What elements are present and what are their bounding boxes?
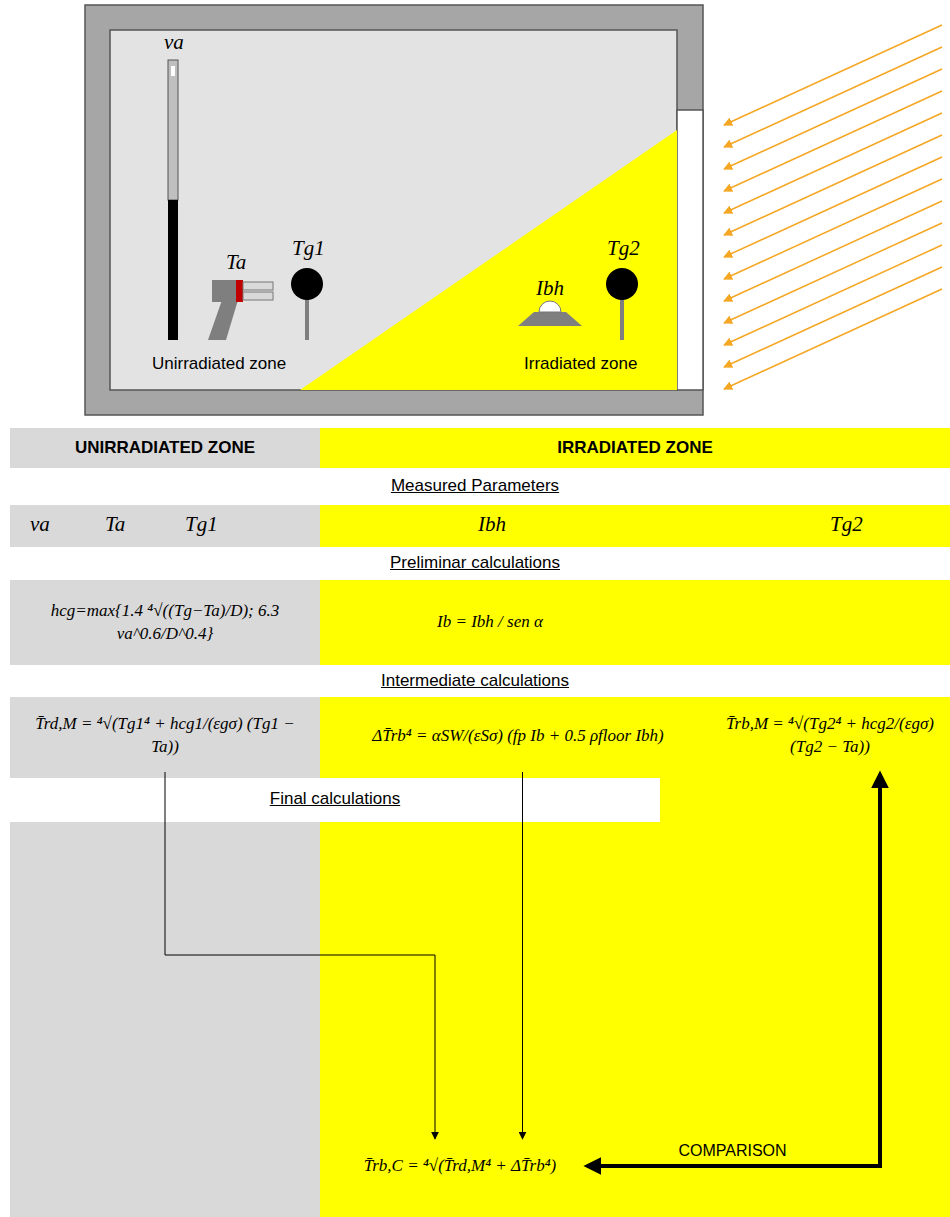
anemometer-sensor [171, 66, 175, 76]
anemometer-handle [168, 200, 178, 340]
row-yellow [320, 697, 950, 1217]
formula: Ib = Ibh / sen α [340, 584, 640, 661]
sun-ray [724, 267, 942, 367]
instrument-label: Tg2 [607, 236, 640, 261]
row-grey [10, 505, 320, 547]
measured-parameter: va [30, 512, 50, 537]
sun-ray [724, 91, 942, 191]
globe-thermometer [606, 268, 638, 300]
section-title: Preliminar calculations [390, 553, 560, 573]
zone-header: IRRADIATED ZONE [320, 428, 950, 468]
zone-label: Unirradiated zone [152, 354, 286, 374]
flow-arrow [165, 772, 435, 1139]
section-title: Intermediate calculations [381, 671, 569, 691]
thermometer-body [212, 280, 242, 302]
header-text: UNIRRADIATED ZONE [75, 438, 255, 458]
formula: ΔT̄rb⁴ = αSW/(εSσ) (fp Ib + 0.5 ρfloor I… [328, 700, 708, 772]
formula: hcg=max{1.4 ⁴√((Tg−Ta)/D); 6.3 va^0.6/D^… [15, 584, 315, 661]
sun-ray [724, 47, 942, 147]
globe-stand [305, 298, 309, 340]
formula-text: hcg=max{1.4 ⁴√((Tg−Ta)/D); 6.3 va^0.6/D^… [21, 600, 309, 646]
thermometer-band [236, 280, 243, 302]
sun-ray [724, 201, 942, 301]
zone-header: UNIRRADIATED ZONE [10, 428, 320, 468]
measured-parameter: Ta [105, 512, 125, 537]
irradiated-area [300, 130, 677, 390]
sun-ray [724, 135, 942, 235]
pyranometer-base [518, 312, 582, 326]
globe-stand [620, 298, 624, 340]
instrument-label: va [164, 30, 184, 55]
sun-ray [724, 179, 942, 279]
thermometer-barrel [243, 282, 273, 290]
globe-thermometer [291, 268, 323, 300]
thermometer-barrel [243, 292, 273, 300]
formula-text: ΔT̄rb⁴ = αSW/(εSσ) (fp Ib + 0.5 ρfloor I… [372, 725, 664, 748]
formula-text: T̄rd,M = ⁴√(Tg1⁴ + hcg1/(εgσ) (Tg1 − Ta)… [21, 713, 309, 759]
section-title: Measured Parameters [391, 476, 559, 496]
formula-text: Ib = Ibh / sen α [437, 611, 543, 634]
anemometer [168, 60, 178, 200]
formula-text: T̄rb,C = ⁴√(T̄rd,M⁴ + ΔT̄rb⁴) [364, 1155, 557, 1178]
formula: T̄rb,C = ⁴√(T̄rd,M⁴ + ΔT̄rb⁴) [335, 1140, 585, 1192]
formula: T̄rd,M = ⁴√(Tg1⁴ + hcg1/(εgσ) (Tg1 − Ta)… [15, 700, 315, 772]
edge-label: COMPARISON [675, 1142, 789, 1160]
measured-parameter: Tg1 [185, 512, 218, 537]
comparison-arrow [587, 774, 880, 1166]
sun-rays [724, 25, 942, 389]
sun-ray [724, 245, 942, 345]
sun-ray [724, 113, 942, 213]
window [677, 110, 703, 390]
thermometer-handle [208, 300, 238, 340]
formula: T̄rb,M = ⁴√(Tg2⁴ + hcg2/(εgσ) (Tg2 − Ta)… [712, 700, 948, 772]
sun-ray [724, 69, 942, 169]
room-interior [110, 30, 677, 390]
pyranometer-dome [539, 301, 561, 312]
instrument-label: Tg1 [292, 236, 325, 261]
row-yellow [320, 580, 950, 665]
row-grey [10, 580, 320, 665]
formula-text: T̄rb,M = ⁴√(Tg2⁴ + hcg2/(εgσ) (Tg2 − Ta)… [718, 713, 942, 759]
instrument-label: Ta [226, 250, 246, 275]
instrument-label: Ibh [536, 276, 564, 301]
sun-ray [724, 223, 942, 323]
section-title: Final calculations [270, 789, 400, 809]
sun-ray [724, 25, 942, 125]
zone-label: Irradiated zone [524, 354, 637, 374]
room-wall [85, 5, 703, 415]
header-text: IRRADIATED ZONE [557, 438, 713, 458]
flow-arrow [522, 772, 523, 1139]
sun-ray [724, 157, 942, 257]
sun-ray [724, 289, 942, 389]
measured-parameter: Tg2 [830, 512, 863, 537]
measured-parameter: Ibh [478, 512, 506, 537]
